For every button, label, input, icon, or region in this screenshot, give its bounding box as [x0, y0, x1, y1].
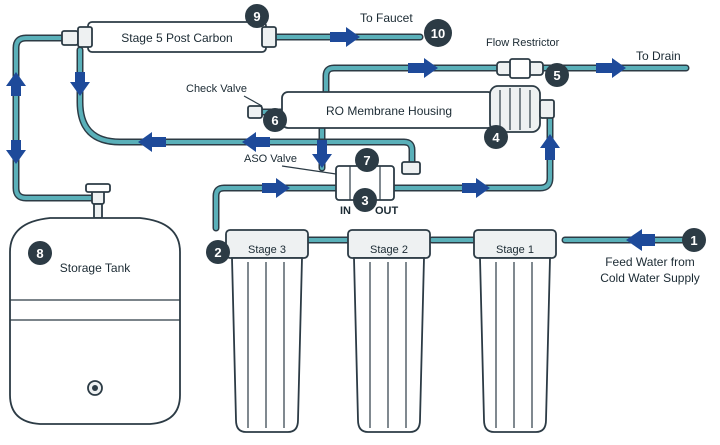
badge-1: 1	[682, 228, 706, 252]
badge-10: 10	[424, 19, 452, 47]
svg-text:7: 7	[363, 153, 370, 168]
badge-7: 7	[355, 148, 379, 172]
arrow-return1	[242, 132, 270, 152]
to-faucet-label: To Faucet	[360, 11, 413, 25]
badge-3: 3	[353, 188, 377, 212]
arrow-left-up	[6, 72, 26, 96]
arrow-check-down	[312, 140, 332, 168]
badge-9: 9	[245, 4, 269, 28]
check-valve: Check Valve	[186, 83, 263, 119]
arrow-faucet	[330, 27, 360, 47]
to-drain-label: To Drain	[636, 49, 681, 63]
tubing	[12, 33, 690, 244]
svg-text:6: 6	[271, 113, 278, 128]
storage-tank: Storage Tank	[9, 183, 181, 425]
aso-valve: ASO Valve IN OUT	[244, 153, 421, 217]
arrow-aso-membrane	[462, 178, 490, 198]
aso-valve-label: ASO Valve	[244, 153, 297, 165]
arrow-membrane-up	[540, 134, 560, 160]
stage2-housing: Stage 2	[347, 229, 431, 433]
stage1-label: Stage 1	[496, 244, 534, 256]
svg-text:10: 10	[431, 26, 445, 41]
flow-restrictor-label: Flow Restrictor	[486, 37, 560, 49]
badge-4: 4	[484, 125, 508, 149]
svg-text:8: 8	[36, 246, 43, 261]
arrow-stage3-aso	[262, 178, 290, 198]
svg-text:3: 3	[361, 193, 368, 208]
stage2-label: Stage 2	[370, 244, 408, 256]
arrow-feed	[626, 229, 655, 251]
feed-label-line2: Cold Water Supply	[600, 271, 700, 285]
badge-2: 2	[206, 240, 230, 264]
stage1-housing: Stage 1	[473, 229, 557, 433]
arrow-return2	[138, 132, 166, 152]
aso-in-label: IN	[340, 205, 351, 217]
svg-text:2: 2	[214, 245, 221, 260]
stage3-label: Stage 3	[248, 244, 286, 256]
badge-5: 5	[545, 63, 569, 87]
stage3-housing: Stage 3	[225, 229, 309, 433]
arrow-left-down	[6, 140, 26, 164]
arrow-drain2	[596, 58, 626, 78]
flow-arrows	[6, 27, 655, 251]
badge-8: 8	[28, 241, 52, 265]
stage5-post-carbon: Stage 5 Post Carbon	[61, 21, 277, 53]
badge-6: 6	[263, 108, 287, 132]
ro-membrane-label: RO Membrane Housing	[326, 104, 452, 118]
svg-text:1: 1	[690, 233, 697, 248]
flow-restrictor: Flow Restrictor	[486, 37, 560, 79]
feed-label-line1: Feed Water from	[605, 255, 695, 269]
arrow-carbon-in	[70, 72, 90, 96]
stage5-label: Stage 5 Post Carbon	[121, 31, 232, 45]
aso-out-label: OUT	[375, 205, 399, 217]
svg-text:4: 4	[492, 130, 500, 145]
ro-membrane-housing: RO Membrane Housing	[281, 85, 555, 133]
svg-text:5: 5	[553, 68, 560, 83]
check-valve-label: Check Valve	[186, 83, 247, 95]
arrow-drain	[408, 58, 438, 78]
storage-tank-label: Storage Tank	[60, 261, 131, 275]
svg-text:9: 9	[253, 9, 260, 24]
